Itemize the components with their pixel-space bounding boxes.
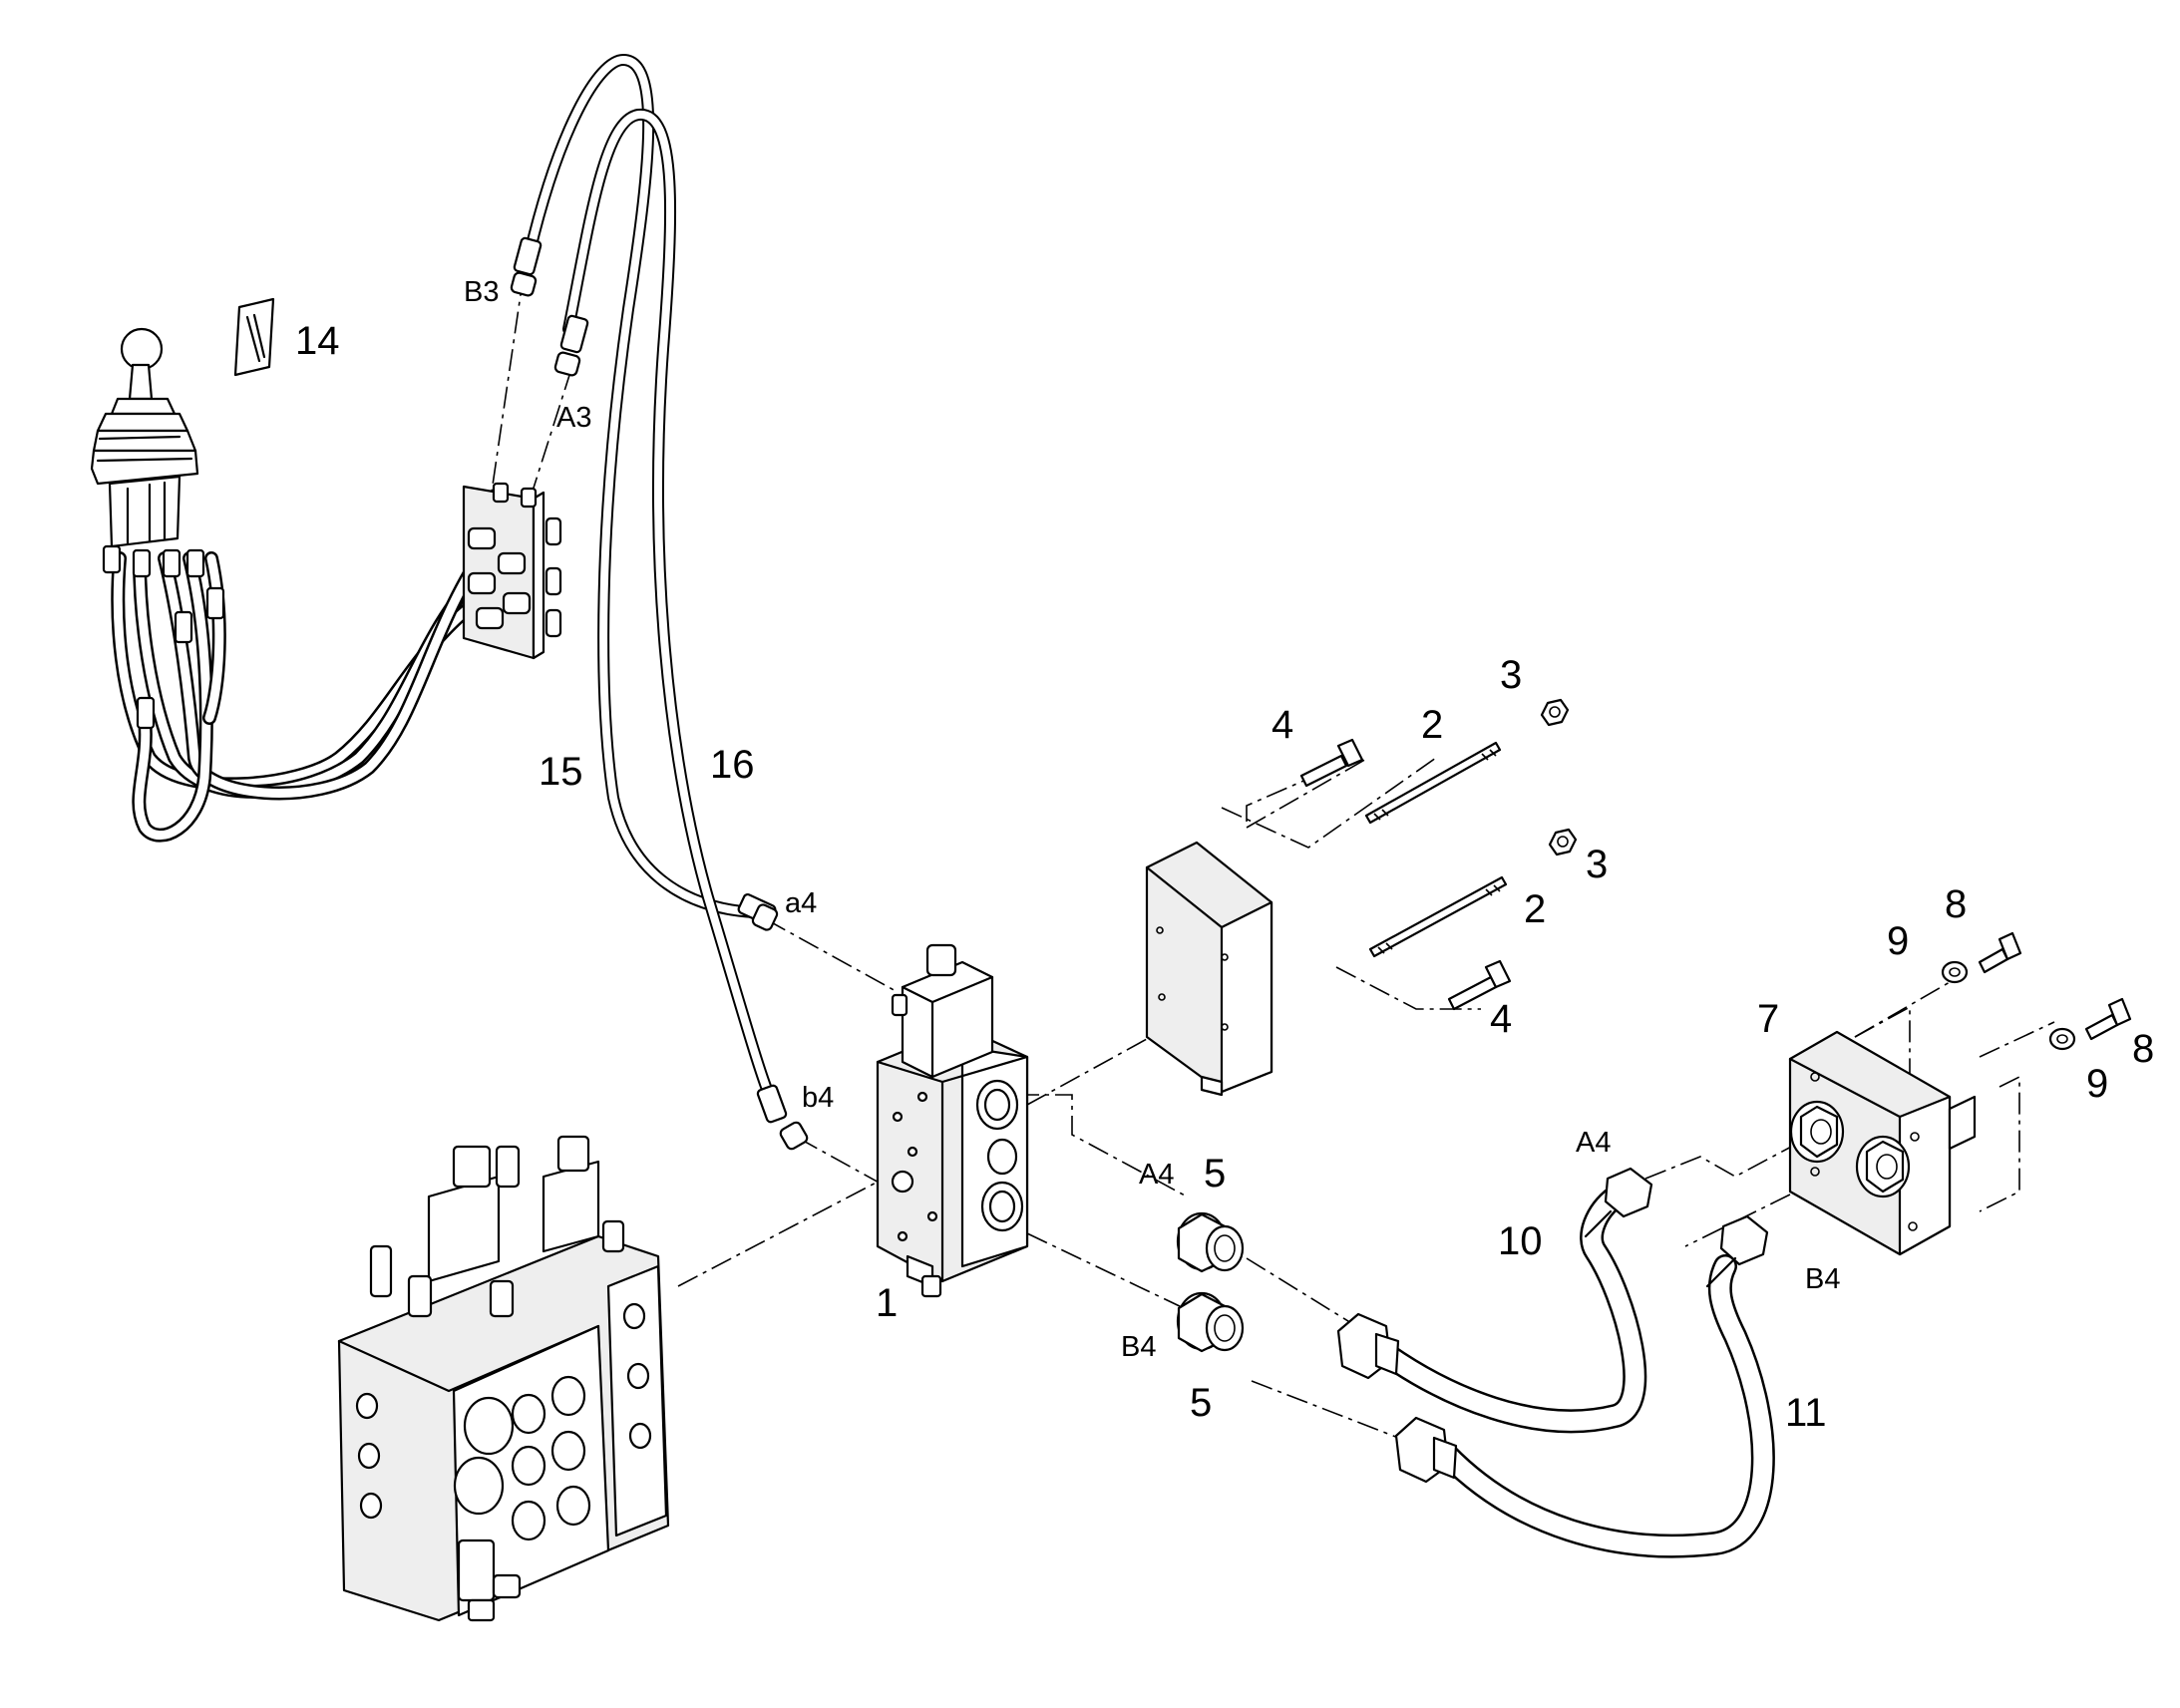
callout-15: 15 xyxy=(539,750,583,794)
hose-part-10 xyxy=(1336,1167,1653,1434)
callout-10: 10 xyxy=(1498,1219,1543,1263)
port-label-B3: B3 xyxy=(464,276,499,308)
callout-4-upper: 4 xyxy=(1272,703,1293,747)
callout-5-lower: 5 xyxy=(1190,1381,1212,1425)
bolt-upper-part-8 xyxy=(1978,931,2022,974)
washer-lower-part-9 xyxy=(2048,1027,2076,1051)
pilot-hose-16 xyxy=(562,108,774,1098)
callout-3-upper: 3 xyxy=(1500,653,1522,697)
callout-8-upper: 8 xyxy=(1945,882,1967,926)
spacer-block xyxy=(1145,841,1273,1097)
callout-labels: 1 2 2 3 3 4 4 5 5 7 8 8 9 9 10 11 14 15 … xyxy=(295,276,2154,1435)
fitting-A3 xyxy=(553,314,589,377)
callout-2-lower: 2 xyxy=(1524,887,1546,931)
port-label-b4: b4 xyxy=(802,1082,834,1114)
port-label-B4-valve: B4 xyxy=(1121,1331,1156,1363)
fitting-B3 xyxy=(510,236,543,297)
decal-part-14 xyxy=(233,297,275,377)
tie-rod-upper-part-2 xyxy=(1364,741,1502,825)
port-label-A4-plate: A4 xyxy=(1576,1127,1611,1159)
callout-7: 7 xyxy=(1757,997,1779,1041)
callout-14: 14 xyxy=(295,319,340,363)
callout-9-lower: 9 xyxy=(2086,1062,2108,1106)
joystick-control-lever xyxy=(90,327,199,548)
adapter-A4-part-5 xyxy=(1176,1211,1245,1273)
port-label-a4: a4 xyxy=(785,887,817,919)
port-plate-part-7 xyxy=(1788,1030,1977,1256)
callout-4-lower: 4 xyxy=(1490,997,1512,1041)
pilot-hose-15 xyxy=(523,54,759,918)
callout-2-upper: 2 xyxy=(1421,703,1443,747)
callout-16: 16 xyxy=(710,743,755,787)
nut-upper-part-3 xyxy=(1540,698,1570,727)
adapter-B4-part-5 xyxy=(1176,1291,1245,1353)
bolt-upper-part-4 xyxy=(1299,738,1364,788)
joystick-hose-bundle xyxy=(102,536,496,843)
port-label-A3: A3 xyxy=(556,402,591,434)
bolt-lower-part-4 xyxy=(1447,959,1512,1011)
fitting-a4 xyxy=(737,892,779,931)
tie-rod-lower-part-2 xyxy=(1368,875,1508,958)
port-label-B4-plate: B4 xyxy=(1805,1263,1840,1295)
callout-8-lower: 8 xyxy=(2132,1027,2154,1071)
main-control-valve-assembly xyxy=(337,1135,670,1622)
callout-3-lower: 3 xyxy=(1586,843,1608,886)
callout-5-upper: 5 xyxy=(1204,1152,1226,1196)
port-label-A4-valve: A4 xyxy=(1139,1159,1174,1191)
bolt-lower-part-8 xyxy=(2084,997,2132,1041)
fitting-b4 xyxy=(756,1084,809,1151)
nut-lower-part-3 xyxy=(1548,828,1578,856)
callout-1: 1 xyxy=(876,1281,898,1325)
valve-section-part-1 xyxy=(876,943,1029,1298)
washer-upper-part-9 xyxy=(1941,960,1969,984)
callout-9-upper: 9 xyxy=(1887,919,1909,963)
callout-11: 11 xyxy=(1785,1391,1827,1435)
pilot-manifold-plate xyxy=(462,482,562,660)
hose-part-11 xyxy=(1394,1214,1775,1558)
